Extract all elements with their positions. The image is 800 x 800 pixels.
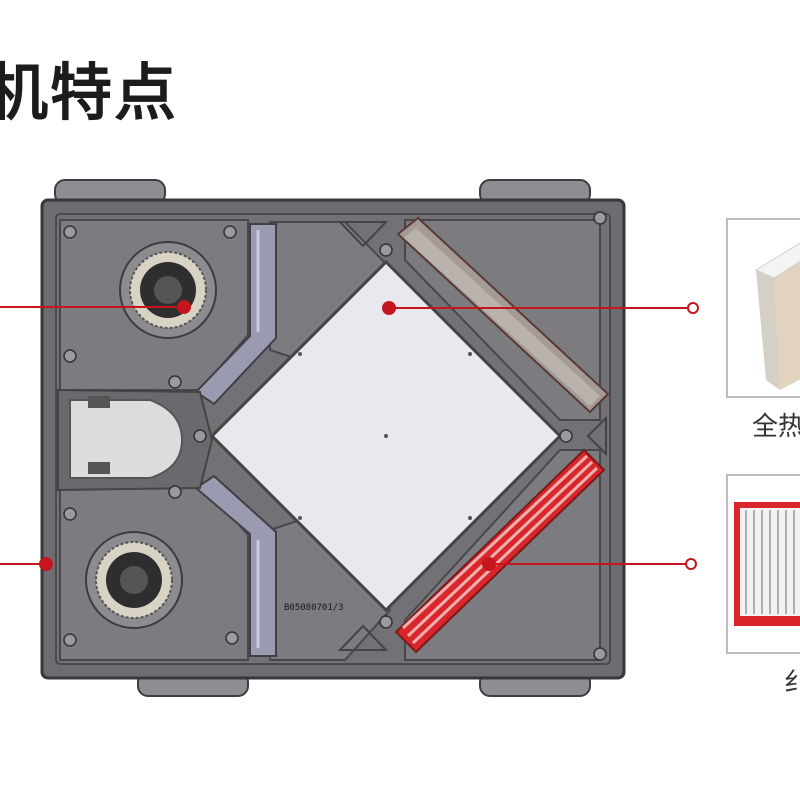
screws — [63, 211, 607, 661]
fan-bottom — [85, 531, 183, 629]
page-title: 机特点 — [0, 56, 179, 129]
callouts — [0, 300, 699, 571]
bypass-chamber — [57, 388, 214, 492]
heat-core-caption: 全热 — [752, 412, 800, 442]
part-code-label: B05080701/3 — [284, 603, 344, 613]
triangle-marks — [337, 221, 607, 651]
filter-card — [726, 474, 800, 654]
slide-rails — [194, 223, 277, 657]
heat-core-image — [754, 242, 800, 390]
heat-exchange-core — [209, 259, 563, 613]
filter-upper — [396, 216, 610, 414]
heat-core-card — [726, 218, 800, 398]
fan-top — [119, 241, 217, 339]
filter-caption: 纟 — [784, 668, 800, 698]
filter-image — [734, 502, 800, 626]
filter-lower — [394, 448, 606, 654]
